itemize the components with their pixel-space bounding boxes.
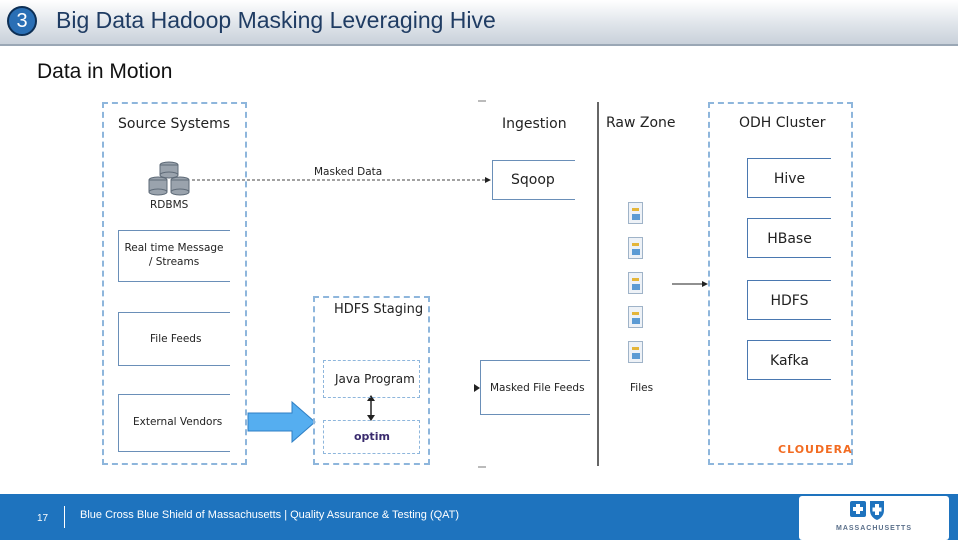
file-feeds-label: File Feeds (150, 333, 202, 345)
raw-zone-title: Raw Zone (606, 115, 676, 131)
optim-logo: optim (354, 430, 390, 443)
hdfs-staging-title: HDFS Staging (334, 302, 424, 317)
masked-file-feeds-panel (480, 360, 590, 415)
footer-bar (0, 494, 958, 540)
odh-cluster-box (708, 102, 853, 465)
file-icon (628, 202, 643, 224)
sqoop-label: Sqoop (511, 172, 555, 188)
rdbms-label: RDBMS (150, 199, 189, 211)
database-icon (148, 161, 190, 196)
optim-box (323, 420, 420, 454)
external-vendors-label: External Vendors (133, 416, 223, 428)
hdfs-staging-box (313, 296, 430, 465)
cross-shield-icon (850, 501, 884, 520)
masked-file-arrow-head (474, 384, 480, 392)
external-vendor-block-arrow (247, 400, 316, 444)
slide-title: Big Data Hadoop Masking Leveraging Hive (56, 7, 496, 33)
footer-divider (64, 506, 65, 528)
logo-wordmark: MASSACHUSETTS (836, 525, 913, 532)
masked-data-label: Masked Data (314, 166, 383, 178)
odh-cluster-title: ODH Cluster (739, 115, 826, 131)
sqoop-panel (492, 160, 575, 200)
hdfs-component: HDFS (747, 280, 831, 320)
step-number-badge: 3 (7, 6, 37, 36)
files-label: Files (630, 382, 654, 394)
slide-subtitle: Data in Motion (37, 60, 173, 83)
realtime-streams-panel (118, 230, 230, 282)
file-icon (628, 341, 643, 363)
kafka-component: Kafka (747, 340, 831, 380)
ingestion-title: Ingestion (502, 116, 567, 132)
hbase-component: HBase (747, 218, 831, 258)
realtime-streams-label: Real time Message / Streams (124, 242, 224, 268)
file-feeds-panel (118, 312, 230, 366)
hive-component: Hive (747, 158, 831, 198)
file-icon (628, 306, 643, 328)
source-systems-box (102, 102, 247, 465)
external-vendors-panel (118, 394, 230, 452)
file-icon (628, 237, 643, 259)
java-program-box (323, 360, 420, 398)
slide-header (0, 0, 958, 46)
file-icon (628, 272, 643, 294)
cloudera-logo: CLOUDERA (778, 443, 853, 456)
source-systems-title: Source Systems (118, 116, 231, 132)
java-program-label: Java Program (335, 372, 415, 386)
page-number: 17 (37, 513, 49, 524)
footer-text: Blue Cross Blue Shield of Massachusetts … (80, 509, 460, 521)
masked-file-feeds-label: Masked File Feeds (490, 382, 585, 394)
